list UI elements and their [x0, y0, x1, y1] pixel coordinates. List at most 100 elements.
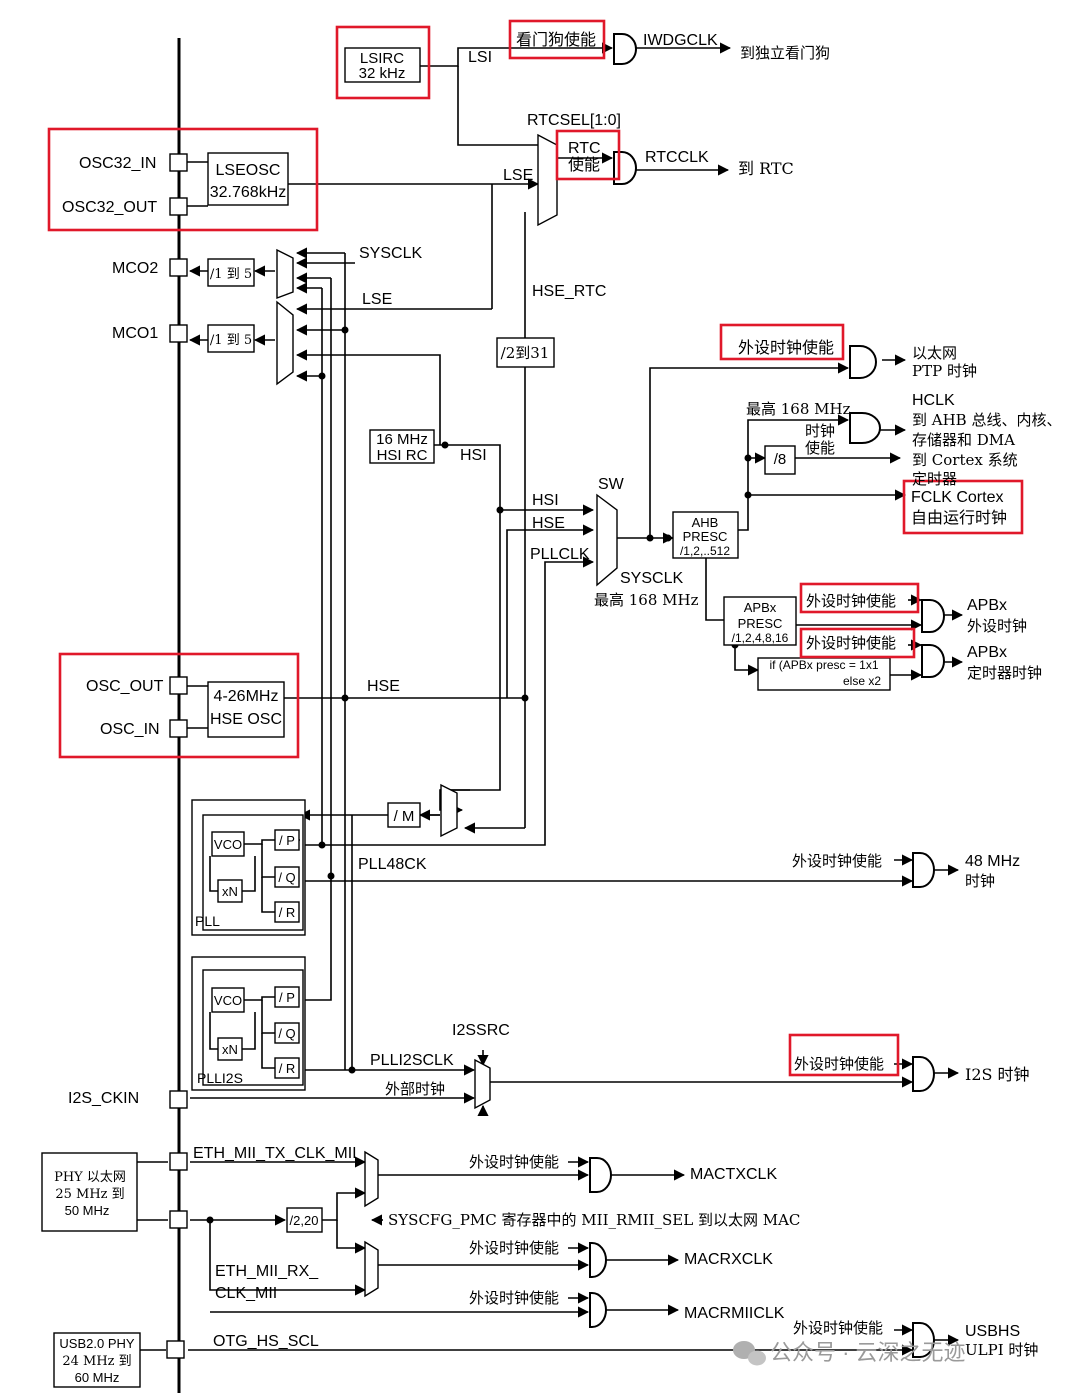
apb-timer-label-2: else x2	[843, 674, 881, 688]
pll-vco-label: VCO	[214, 837, 242, 852]
osc32-in-label: OSC32_IN	[79, 155, 156, 172]
ptp-out-label-1: 以太网	[912, 344, 957, 362]
m-div-label: / M	[394, 808, 415, 825]
watermark: 公众号 · 云深之无迹	[733, 1340, 966, 1366]
i2ssrc-mux	[474, 1058, 491, 1110]
eth-rx-mux	[364, 1240, 379, 1298]
usbhs-enable-label: 外设时钟使能	[793, 1319, 883, 1337]
pll-src-mux	[440, 783, 458, 838]
pll-label: PLL	[195, 913, 220, 929]
mco1-div-box	[207, 324, 255, 353]
macrx-enable-label: 外设时钟使能	[469, 1239, 559, 1257]
lsirc-label-1: LSIRC	[360, 50, 404, 67]
mco2-div-box	[207, 258, 255, 287]
hsirc-label-1: 16 MHz	[376, 431, 428, 448]
i2ssrc-label: I2SSRC	[452, 1022, 510, 1039]
apb-periph-out-label-2: 外设时钟	[967, 617, 1027, 635]
watermark-text: 公众号 · 云深之无迹	[770, 1340, 966, 1365]
apb-label-1: APBx	[744, 600, 777, 615]
sysclk-label: SYSCLK	[620, 570, 683, 587]
ahb-label-1: AHB	[692, 515, 719, 530]
mactx-gate	[589, 1157, 612, 1193]
eth-tx-mux	[364, 1150, 379, 1208]
pll-inner-wires	[209, 839, 300, 1069]
apb-periph-gate	[921, 599, 945, 633]
pll-q-label: / Q	[278, 870, 295, 885]
apb-periph-enable-label: 外设时钟使能	[806, 592, 896, 610]
usb48-gate	[912, 852, 935, 888]
i2s-out-label: I2S 时钟	[965, 1065, 1030, 1084]
pin-labels: OSC32_IN OSC32_OUT MCO2 MCO1 OSC_OUT OSC…	[62, 155, 164, 1107]
usbhs-gate	[912, 1322, 935, 1358]
hsi-label: HSI	[460, 447, 487, 464]
hsirc-box	[369, 429, 435, 464]
iwdg-dest-label: 到独立看门狗	[740, 44, 830, 62]
hclk-out-label-2: 到 AHB 总线、内核、	[912, 411, 1061, 429]
rtc-mux	[537, 133, 558, 227]
enable-labels: 看门狗使能 RTC 使能 外设时钟使能 时钟 使能 外设时钟使能 外设时钟使能 …	[469, 30, 896, 1337]
macrmii-enable-label: 外设时钟使能	[469, 1289, 559, 1307]
apb-timer-out-label-2: 定时器时钟	[967, 664, 1042, 682]
apb-timer-gate	[921, 644, 945, 678]
phy-eth-label-2: 25 MHz 到	[55, 1187, 124, 1202]
macrxclk-label: MACRXCLK	[684, 1251, 773, 1268]
lsirc-box	[344, 47, 421, 83]
ext-clk-label: 外部时钟	[385, 1080, 445, 1098]
plli2s-xn-label: xN	[222, 1042, 238, 1057]
iwdgclk-label: IWDGCLK	[643, 32, 718, 49]
hclk-gate	[849, 412, 881, 444]
eth-rx-label-1: ETH_MII_RX_	[215, 1263, 319, 1280]
pllclk-label: PLLCLK	[530, 546, 590, 563]
sysclk-max-label: 最高 168 MHz	[594, 591, 699, 609]
hsirc-label-2: HSI RC	[377, 447, 428, 464]
rtc-div-label: /2到31	[501, 344, 550, 362]
hseosc-label-2: HSE OSC	[210, 711, 282, 728]
highlights	[47, 19, 1024, 1077]
div8-label: /8	[774, 451, 787, 468]
macrmii-gate	[589, 1292, 607, 1328]
apb-timer-enable-label: 外设时钟使能	[806, 634, 896, 652]
mco2-mux	[276, 248, 294, 300]
plli2s-p-label: / P	[279, 990, 295, 1005]
apb-timer-box	[757, 657, 891, 691]
osc-out-label: OSC_OUT	[86, 678, 164, 695]
signal-labels: LSI RTCSEL[1:0] LSE SYSCLK HSE_RTC LSE H…	[193, 49, 851, 1350]
mco2-label: MCO2	[112, 260, 158, 277]
lseosc-label-2: 32.768kHz	[210, 184, 287, 201]
i2s-enable-label: 外设时钟使能	[794, 1055, 884, 1073]
otg-label: OTG_HS_SCL	[213, 1333, 319, 1350]
fclk-out-label-2: 自由运行时钟	[911, 508, 1007, 527]
blocks	[41, 47, 891, 1388]
apb-periph-out-label-1: APBx	[967, 597, 1007, 614]
hclk-enable-label-1: 时钟	[805, 422, 835, 440]
macrmiiclk-label: MACRMIICLK	[684, 1305, 785, 1322]
eth-tx-label: ETH_MII_TX_CLK_MII	[193, 1145, 357, 1162]
ptp-gate	[849, 345, 877, 379]
lse-label: LSE	[503, 167, 533, 184]
macrx-gate	[589, 1242, 607, 1278]
iwdg-enable-label: 看门狗使能	[516, 30, 596, 49]
multiplexers	[276, 133, 618, 1298]
rtcsel-label: RTCSEL[1:0]	[527, 112, 621, 129]
m-div-box	[387, 802, 421, 828]
wechat-icon	[733, 1341, 766, 1366]
ahb-label-3: /1,2,..512	[680, 544, 730, 558]
div220-label: /2,20	[290, 1213, 319, 1228]
lseosc-label-1: LSEOSC	[216, 162, 281, 179]
usb48-enable-label: 外设时钟使能	[792, 852, 882, 870]
plli2s-q-label: / Q	[278, 1026, 295, 1041]
usb48-out-label-2: 时钟	[965, 872, 995, 890]
hsi-sw-label: HSI	[532, 492, 559, 509]
sysclk-mco-label: SYSCLK	[359, 245, 422, 262]
fclk-out-label-1: FCLK Cortex	[911, 489, 1003, 506]
cortex-out-label-1: 到 Cortex 系统	[912, 451, 1018, 469]
ptp-enable-label: 外设时钟使能	[738, 338, 834, 357]
div220-box	[286, 1207, 323, 1233]
ahb-presc-box	[672, 511, 739, 559]
i2s-ckin-label: I2S_CKIN	[68, 1090, 139, 1107]
syscfg-label: SYSCFG_PMC 寄存器中的 MII_RMII_SEL 到以太网 MAC	[388, 1211, 800, 1229]
phy-eth-box	[41, 1152, 138, 1232]
mco1-mux	[276, 300, 294, 386]
usbhs-out-label-1: USBHS	[965, 1323, 1020, 1340]
